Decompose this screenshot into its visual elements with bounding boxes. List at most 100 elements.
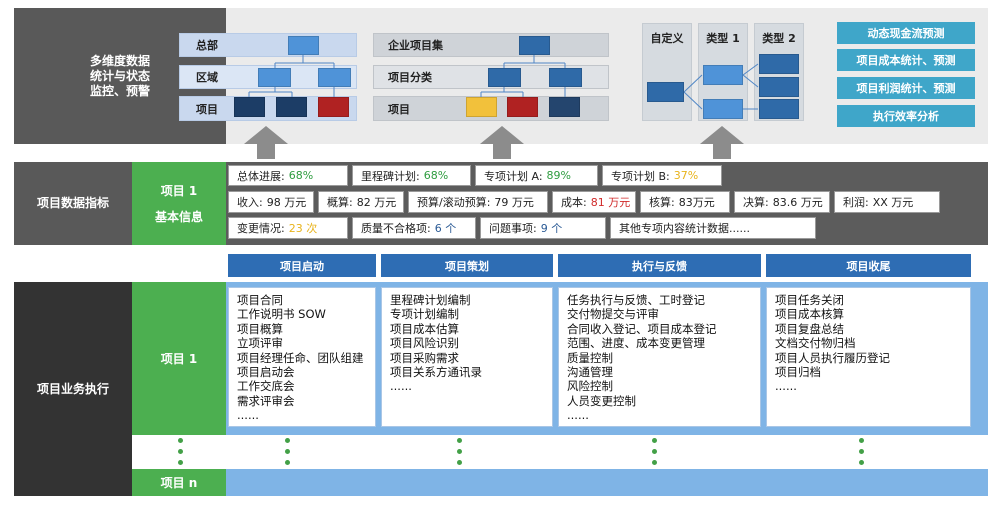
type-node-type2-c xyxy=(759,99,799,119)
metric-quality-issues-label: 质量不合格项: xyxy=(361,222,431,235)
exec-project-1: 项目 1 xyxy=(132,282,226,435)
phase-initiation-item-7: 工作交底会 xyxy=(237,379,295,394)
phase-planning-item-3: 项目成本估算 xyxy=(390,321,459,336)
indicators-label: 项目数据指标 xyxy=(14,162,132,245)
portfolio-tree-lines xyxy=(480,55,566,97)
portfolio-row-project-label: 项目 xyxy=(388,102,410,116)
metric-changes-label: 变更情况: xyxy=(237,222,285,235)
metric-special-plan-a-label: 专项计划 A: xyxy=(484,169,543,183)
phase-planning-item-1: 里程碑计划编制 xyxy=(390,293,471,307)
arrow-up-types-stem xyxy=(713,143,731,159)
continuation-dot xyxy=(178,438,183,443)
portfolio-node-category-2 xyxy=(549,68,582,87)
continuation-dot xyxy=(859,438,864,443)
phase-card-closing: 项目任务关闭 项目成本核算 项目复盘总结 文档交付物归档 项目人员执行履历登记 … xyxy=(766,287,971,427)
execution-label: 项目业务执行 xyxy=(14,282,132,496)
phase-closing-item-3: 项目复盘总结 xyxy=(775,321,844,336)
org-row-hq: 总部 xyxy=(179,33,357,57)
project-basic-info-name: 项目 1 xyxy=(160,183,198,198)
org-row-hq-label: 总部 xyxy=(196,39,218,52)
types-connector-lines xyxy=(683,63,759,110)
phase-header-execution: 执行与反馈 xyxy=(558,254,761,277)
continuation-dot xyxy=(457,460,462,465)
metric-accounting-label: 核算: xyxy=(649,196,675,209)
phase-closing-item-4: 文档交付物归档 xyxy=(775,336,856,351)
monitoring-label-line-3: 监控、预警 xyxy=(89,83,150,98)
metric-revenue: 收入:98 万元 xyxy=(228,191,314,213)
metric-final-accounts: 决算:83.6 万元 xyxy=(734,191,830,213)
metric-problem-items-label: 问题事项: xyxy=(489,222,537,235)
portfolio-row-program-label: 企业项目集 xyxy=(388,39,443,52)
phase-execution-item-6: 沟通管理 xyxy=(567,365,613,380)
project-basic-info-sub: 基本信息 xyxy=(154,209,203,224)
portfolio-row-program: 企业项目集 xyxy=(373,33,609,57)
metric-budget-label: 预算/滚动预算: xyxy=(417,196,491,209)
portfolio-node-project-3 xyxy=(549,97,580,117)
metric-milestone-plan-value: 68% xyxy=(423,169,449,182)
metric-estimate-value: 82 万元 xyxy=(356,196,397,209)
metric-overall-progress-label: 总体进展: xyxy=(237,169,285,183)
metric-quality-issues-value: 6 个 xyxy=(434,222,457,235)
metric-special-plan-b-label: 专项计划 B: xyxy=(611,169,670,183)
org-row-project-label: 项目 xyxy=(196,102,218,116)
phase-initiation-item-2: 工作说明书 SOW xyxy=(237,307,326,322)
org-node-region-2 xyxy=(318,68,351,87)
phase-execution-item-1: 任务执行与反馈、工时登记 xyxy=(567,293,705,307)
monitoring-label-line-2: 统计与状态 xyxy=(89,68,150,83)
analysis-item-cashflow: 动态现金流预测 xyxy=(837,22,975,44)
metric-changes: 变更情况:23 次 xyxy=(228,217,348,239)
metric-profit-label: 利润: xyxy=(843,196,869,209)
metric-accounting-value: 83万元 xyxy=(678,196,715,209)
monitoring-label-line-1: 多维度数据 xyxy=(89,53,150,68)
metric-revenue-value: 98 万元 xyxy=(266,196,307,209)
phase-initiation-item-4: 立项评审 xyxy=(237,336,283,351)
metric-quality-issues: 质量不合格项:6 个 xyxy=(352,217,476,239)
phase-execution-item-8: 人员变更控制 xyxy=(567,393,636,408)
metric-final-accounts-label: 决算: xyxy=(743,196,769,209)
continuation-dot xyxy=(457,438,462,443)
phase-closing-item-7: ...... xyxy=(775,379,797,394)
phase-execution-item-4: 范围、进度、成本变更管理 xyxy=(567,336,705,351)
portfolio-row-category-label: 项目分类 xyxy=(388,71,432,84)
phase-initiation-item-1: 项目合同 xyxy=(237,293,283,307)
phase-planning-item-7: ...... xyxy=(390,379,412,394)
metric-special-plan-b-value: 37% xyxy=(673,169,699,182)
metric-problem-items: 问题事项:9 个 xyxy=(480,217,606,239)
portfolio-node-category-1 xyxy=(488,68,521,87)
arrow-up-portfolio-stem xyxy=(493,143,511,159)
org-node-project-1 xyxy=(234,97,265,117)
continuation-dot xyxy=(652,438,657,443)
analysis-item-efficiency: 执行效率分析 xyxy=(837,105,975,127)
org-node-project-2 xyxy=(276,97,307,117)
metric-budget: 预算/滚动预算:79 万元 xyxy=(408,191,548,213)
org-tree-lines xyxy=(248,55,335,97)
phase-card-planning: 里程碑计划编制 专项计划编制 项目成本估算 项目风险识别 项目采购需求 项目关系… xyxy=(381,287,553,427)
metric-other-stats: 其他专项内容统计数据...... xyxy=(610,217,816,239)
metric-budget-value: 79 万元 xyxy=(494,196,534,209)
continuation-dot xyxy=(285,460,290,465)
phase-execution-item-2: 交付物提交与评审 xyxy=(567,307,659,322)
project-basic-info: 项目 1 基本信息 xyxy=(132,162,226,245)
metric-other-stats-label: 其他专项内容统计数据...... xyxy=(619,222,750,235)
metric-accounting: 核算:83万元 xyxy=(640,191,730,213)
phase-initiation-item-6: 项目启动会 xyxy=(237,365,295,380)
portfolio-node-project-2 xyxy=(507,97,538,117)
phase-execution-item-5: 质量控制 xyxy=(567,350,613,365)
metric-cost-value: 81 万元 xyxy=(590,196,631,209)
continuation-dot xyxy=(457,449,462,454)
phase-header-initiation: 项目启动 xyxy=(228,254,376,277)
phase-card-initiation: 项目合同 工作说明书 SOW 项目概算 立项评审 项目经理任命、团队组建 项目启… xyxy=(228,287,376,427)
phase-initiation-item-5: 项目经理任命、团队组建 xyxy=(237,350,364,365)
continuation-dot xyxy=(285,449,290,454)
metric-cost-label: 成本: xyxy=(561,196,587,209)
metric-overall-progress-value: 68% xyxy=(288,169,314,182)
metric-revenue-label: 收入: xyxy=(237,196,263,209)
phase-header-closing: 项目收尾 xyxy=(766,254,971,277)
phase-closing-item-6: 项目归档 xyxy=(775,365,821,380)
metric-cost: 成本:81 万元 xyxy=(552,191,636,213)
analysis-item-profit: 项目利润统计、预测 xyxy=(837,77,975,99)
phase-execution-item-7: 风险控制 xyxy=(567,379,613,394)
metric-milestone-plan-label: 里程碑计划: xyxy=(361,169,420,183)
arrow-up-types-icon xyxy=(700,126,744,144)
phase-card-execution: 任务执行与反馈、工时登记 交付物提交与评审 合同收入登记、项目成本登记 范围、进… xyxy=(558,287,761,427)
